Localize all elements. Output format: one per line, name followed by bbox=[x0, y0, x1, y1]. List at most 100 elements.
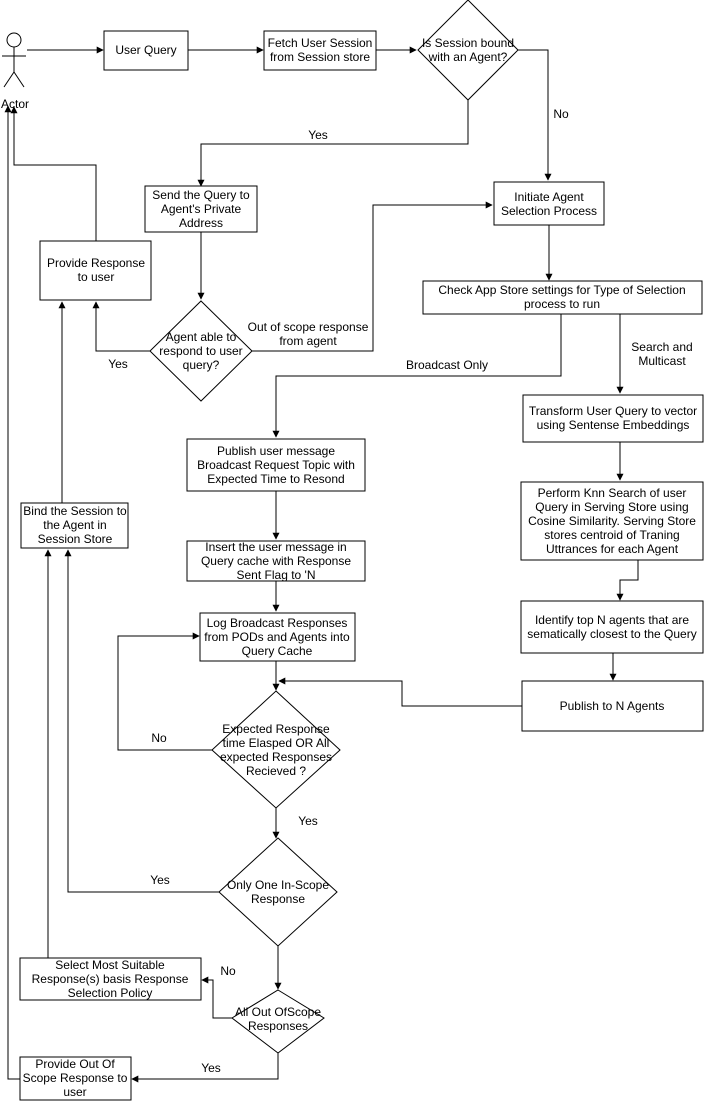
node-only-one bbox=[218, 837, 338, 947]
node-knn-search bbox=[520, 481, 704, 561]
label-insert-cache-line: Insert the user message in bbox=[205, 540, 346, 554]
edge-label-no-session: No bbox=[553, 107, 569, 121]
label-all-out-scope-line: Responses bbox=[248, 1019, 308, 1033]
label-publish-broadcast-line: Publish user message bbox=[217, 444, 335, 458]
label-only-one-line: Response bbox=[251, 892, 305, 906]
edge-session-bound-no bbox=[518, 49, 552, 181]
label-select-suitable-line: Select Most Suitable bbox=[55, 958, 165, 972]
edge-provide-to-actor bbox=[10, 106, 97, 241]
label-knn-search-line: stores centroid of Traning bbox=[544, 528, 679, 542]
node-insert-cache bbox=[186, 540, 366, 582]
label-user-query-line: User Query bbox=[115, 43, 176, 57]
edge-label-yes-agent-able: Yes bbox=[108, 357, 128, 371]
label-provide-response-line: Provide Response bbox=[47, 256, 145, 270]
edge-label-yes-agent-able-line: Yes bbox=[108, 357, 128, 371]
label-agent-able-line: respond to user bbox=[159, 344, 242, 358]
label-expected-elapsed-line: Recieved ? bbox=[246, 764, 306, 778]
label-knn-search-line: Uttrances for each Agent bbox=[546, 542, 679, 556]
node-fetch-session bbox=[263, 30, 377, 71]
label-knn-search-line: Cosine Similarity. Serving Store bbox=[528, 514, 696, 528]
label-bind-session-line: Bind the Session to bbox=[23, 504, 127, 518]
edge-out-scope-to-actor bbox=[4, 105, 20, 1080]
label-expected-elapsed-line: expected Responses bbox=[220, 750, 332, 764]
edge-label-no-expected: No bbox=[151, 731, 167, 745]
edge-expected-no bbox=[117, 632, 212, 751]
flow-edges bbox=[4, 46, 639, 1083]
edge-label-no-all-out-line: No bbox=[220, 964, 236, 978]
label-initiate-selection-line: Selection Process bbox=[501, 204, 597, 218]
flow-nodes bbox=[19, 0, 704, 1101]
label-transform-query-line: using Sentense Embeddings bbox=[537, 418, 690, 432]
edge-label-yes-expected-line: Yes bbox=[298, 814, 318, 828]
edge-label-yes-all-out: Yes bbox=[201, 1061, 221, 1075]
edge-label-yes-session: Yes bbox=[308, 128, 328, 142]
label-insert-cache-line: Query cache with Response bbox=[201, 554, 351, 568]
label-provide-out-scope-line: user bbox=[63, 1085, 86, 1099]
node-bind-session bbox=[20, 502, 129, 549]
label-publish-n: Publish to N Agents bbox=[560, 699, 665, 713]
edge-label-no-expected-line: No bbox=[151, 731, 167, 745]
label-bind-session-line: the Agent in bbox=[43, 518, 106, 532]
label-all-out-scope-line: All Out OfScope bbox=[235, 1005, 321, 1019]
label-session-bound-line: Is Session bound bbox=[422, 36, 514, 50]
edge-label-yes-session-line: Yes bbox=[308, 128, 328, 142]
node-all-out-scope bbox=[231, 989, 325, 1054]
label-log-broadcast-line: from PODs and Agents into bbox=[204, 630, 350, 644]
edge-knn-to-identify bbox=[616, 560, 639, 601]
edge-label-broadcast-only-line: Broadcast Only bbox=[406, 358, 488, 372]
edge-broadcast-only bbox=[272, 314, 562, 438]
node-session-bound bbox=[417, 0, 519, 101]
edge-label-search-multicast-line: Search and bbox=[631, 340, 692, 354]
edge-label-yes-all-out-line: Yes bbox=[201, 1061, 221, 1075]
label-send-query-line: Agent's Private bbox=[161, 202, 242, 216]
label-insert-cache-line: Sent Flag to 'N bbox=[237, 568, 316, 582]
edge-label-out-of-scope-line: from agent bbox=[279, 334, 337, 348]
label-fetch-session-line: Fetch User Session bbox=[268, 36, 373, 50]
edge-only-one-yes bbox=[64, 549, 219, 893]
label-knn-search-line: Query in Serving Store using bbox=[535, 500, 688, 514]
edge-publish-n-to-expected bbox=[278, 677, 522, 707]
label-transform-query-line: Transform User Query to vector bbox=[529, 404, 697, 418]
label-agent-able-line: Agent able to bbox=[166, 330, 237, 344]
label-fetch-session-line: from Session store bbox=[270, 50, 370, 64]
node-user-query bbox=[103, 30, 189, 71]
edge-all-out-yes bbox=[131, 1053, 279, 1083]
node-identify-top-n bbox=[520, 600, 704, 654]
label-log-broadcast-line: Query Cache bbox=[242, 644, 313, 658]
edge-all-out-no bbox=[201, 976, 232, 1019]
label-check-app-store-line: Check App Store settings for Type of Sel… bbox=[438, 283, 685, 297]
node-select-suitable bbox=[19, 957, 202, 1001]
label-knn-search-line: Perform Knn Search of user bbox=[538, 486, 687, 500]
node-check-app-store bbox=[422, 280, 703, 315]
edge-label-out-of-scope-line: Out of scope response bbox=[248, 320, 369, 334]
label-publish-broadcast-line: Broadcast Request Topic with bbox=[197, 458, 355, 472]
label-expected-elapsed-line: time Elasped OR All bbox=[223, 736, 330, 750]
label-provide-response-line: to user bbox=[78, 270, 115, 284]
edge-out-of-scope bbox=[252, 201, 493, 352]
label-select-suitable-line: Response(s) basis Response bbox=[32, 972, 189, 986]
node-expected-elapsed bbox=[211, 690, 341, 809]
actor-label: Actor bbox=[1, 97, 29, 111]
node-publish-broadcast bbox=[186, 438, 366, 492]
label-check-app-store: Check App Store settings for Type of Sel… bbox=[438, 283, 685, 311]
edge-session-bound-yes bbox=[197, 100, 469, 187]
label-publish-broadcast-line: Expected Time to Resond bbox=[207, 472, 344, 486]
label-send-query-line: Address bbox=[179, 216, 223, 230]
label-provide-out-scope-line: Scope Response to bbox=[23, 1071, 128, 1085]
label-send-query-line: Send the Query to bbox=[152, 188, 250, 202]
label-publish-n-line: Publish to N Agents bbox=[560, 699, 665, 713]
